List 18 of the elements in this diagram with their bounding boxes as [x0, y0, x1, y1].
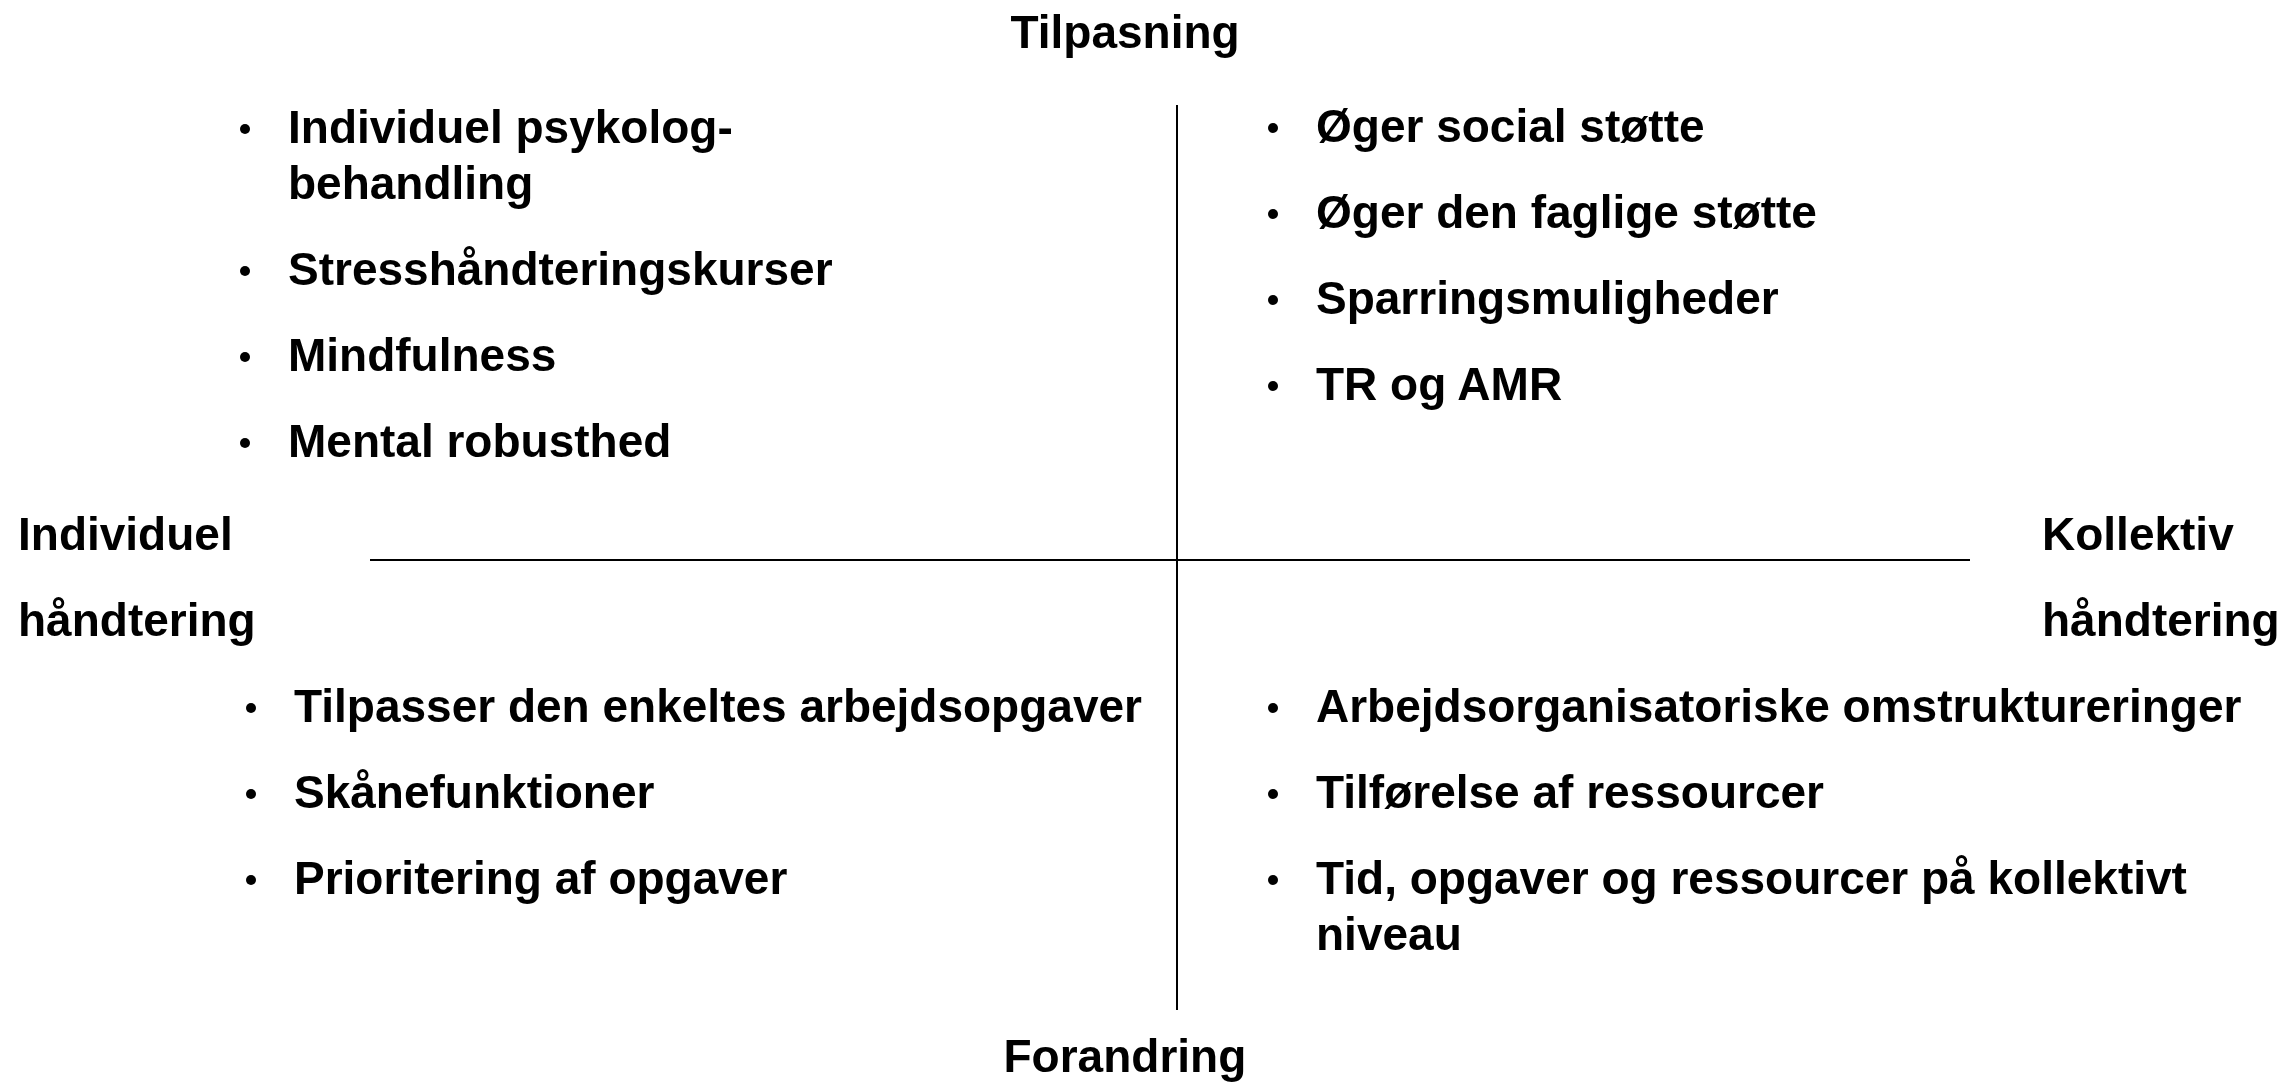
list-item: Arbejdsorganisatoriske omstruktureringer	[1316, 679, 2242, 734]
list-item: Skånefunktioner	[294, 765, 655, 820]
list-item: TR og AMR	[1316, 357, 1563, 412]
list-item: Stresshåndteringskurser	[288, 242, 833, 297]
axis-title: Kollektiv håndtering	[2042, 507, 2281, 648]
list-item: Individuel psykolog- behandling	[288, 100, 734, 211]
axis-title: Individuel håndtering	[18, 507, 257, 648]
axis-title: Forandring	[1003, 1029, 1247, 1084]
list-item: Mental robusthed	[288, 414, 672, 469]
list-item: Mindfulness	[288, 328, 557, 383]
list-item: Prioritering af opgaver	[294, 851, 788, 906]
list-item: Tilpasser den enkeltes arbejdsopgaver	[294, 679, 1142, 734]
list-item: Øger den faglige støtte	[1316, 185, 1817, 240]
axis-title: Tilpasning	[1010, 5, 1240, 60]
list-item: Sparringsmuligheder	[1316, 271, 1779, 326]
list-item: Tilførelse af ressourcer	[1316, 765, 1824, 820]
list-item: Øger social støtte	[1316, 99, 1705, 154]
list-item: Tid, opgaver og ressourcer på kollektivt niveau	[1316, 851, 2188, 962]
